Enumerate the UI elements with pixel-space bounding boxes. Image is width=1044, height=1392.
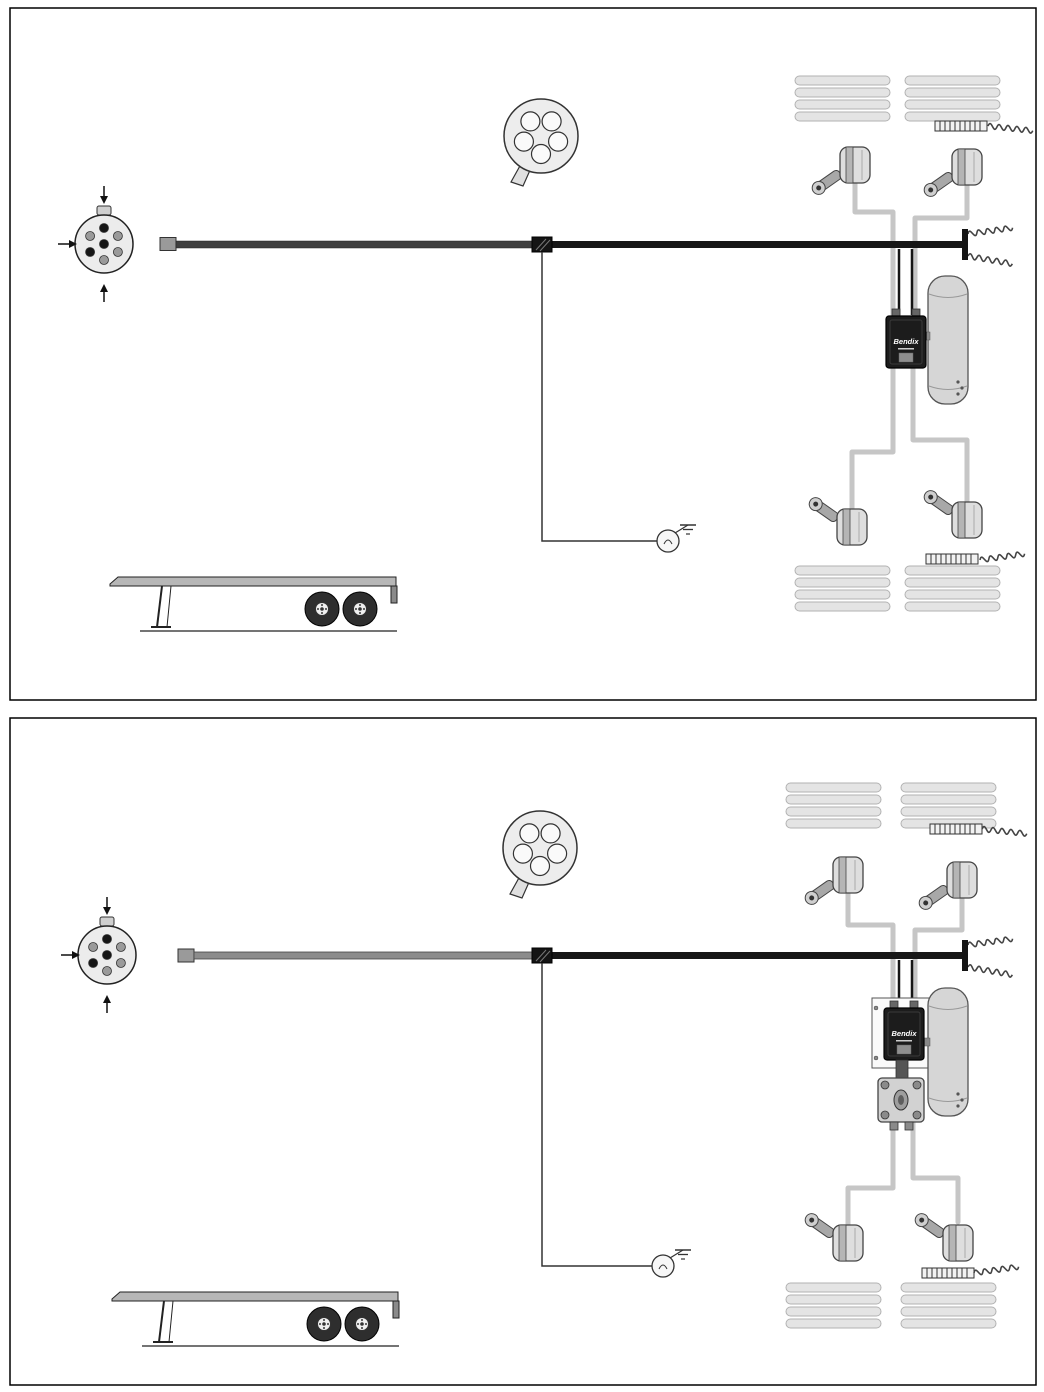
cable-junction <box>531 947 553 964</box>
sensor-strip-rear <box>925 553 979 565</box>
cable-junction <box>531 236 553 253</box>
bracket-bolt <box>873 1005 879 1011</box>
ecu-brand-label: Bendix <box>891 1029 917 1038</box>
cable-segment-front <box>193 951 533 960</box>
cable-segment-rear <box>552 241 962 248</box>
sensor-cable-front-right <box>912 182 970 318</box>
ground-drop-wire <box>541 252 657 542</box>
cable-plug <box>177 948 195 963</box>
sensor-strip-rear <box>921 1267 975 1279</box>
air-reservoir <box>927 275 969 405</box>
junction-stripe <box>535 949 547 962</box>
sensor-cable-rear-right <box>910 1119 961 1225</box>
cable-segment-rear <box>552 952 962 959</box>
ecu-sticker <box>898 352 914 363</box>
ground-drop-wire <box>541 963 652 1267</box>
ecu-power-leads <box>897 249 914 315</box>
relay-valve <box>877 1077 925 1131</box>
sensor-cable-front-left <box>845 890 896 1009</box>
sensor-cable-rear-left <box>845 1119 896 1229</box>
connector-orientation-arrows <box>58 186 108 302</box>
sensor-strip-front <box>934 120 988 132</box>
cable-end-terminal <box>962 229 968 260</box>
bracket-bolt <box>873 1055 879 1061</box>
sensor-cable-front-left <box>852 180 896 318</box>
ecu-valve-connector <box>895 1059 909 1079</box>
sensor-cable-rear-right <box>910 366 970 506</box>
panel-bottom: Bendix <box>9 717 1037 1386</box>
ecu-label-underline <box>898 348 914 350</box>
ecu-brand-label: Bendix <box>893 337 919 346</box>
power-cable <box>177 940 968 971</box>
junction-stripe <box>535 238 547 251</box>
cable-end-terminal <box>962 940 968 971</box>
power-cable <box>159 229 968 260</box>
ecu-label-underline <box>896 1040 912 1042</box>
cable-segment-front <box>175 240 533 249</box>
air-reservoir <box>927 987 969 1117</box>
panel-top: Bendix <box>9 7 1037 701</box>
sensor-strip-front <box>929 823 983 835</box>
arrow-down-icon <box>103 907 111 915</box>
sensor-cables <box>845 890 965 1229</box>
arrow-up-icon <box>103 995 111 1003</box>
junction-stripe <box>539 950 551 963</box>
arrow-right-icon <box>72 951 80 959</box>
ecu-sticker <box>896 1044 912 1055</box>
arrow-down-icon <box>100 196 108 204</box>
connector-orientation-arrows <box>61 897 111 1013</box>
sensor-cable-front-right <box>912 895 965 1009</box>
sensor-cables <box>849 180 970 513</box>
arrow-right-icon <box>69 240 77 248</box>
junction-stripe <box>539 239 551 252</box>
arrow-up-icon <box>100 284 108 292</box>
sensor-cable-rear-left <box>849 366 896 513</box>
cable-plug <box>159 237 177 251</box>
